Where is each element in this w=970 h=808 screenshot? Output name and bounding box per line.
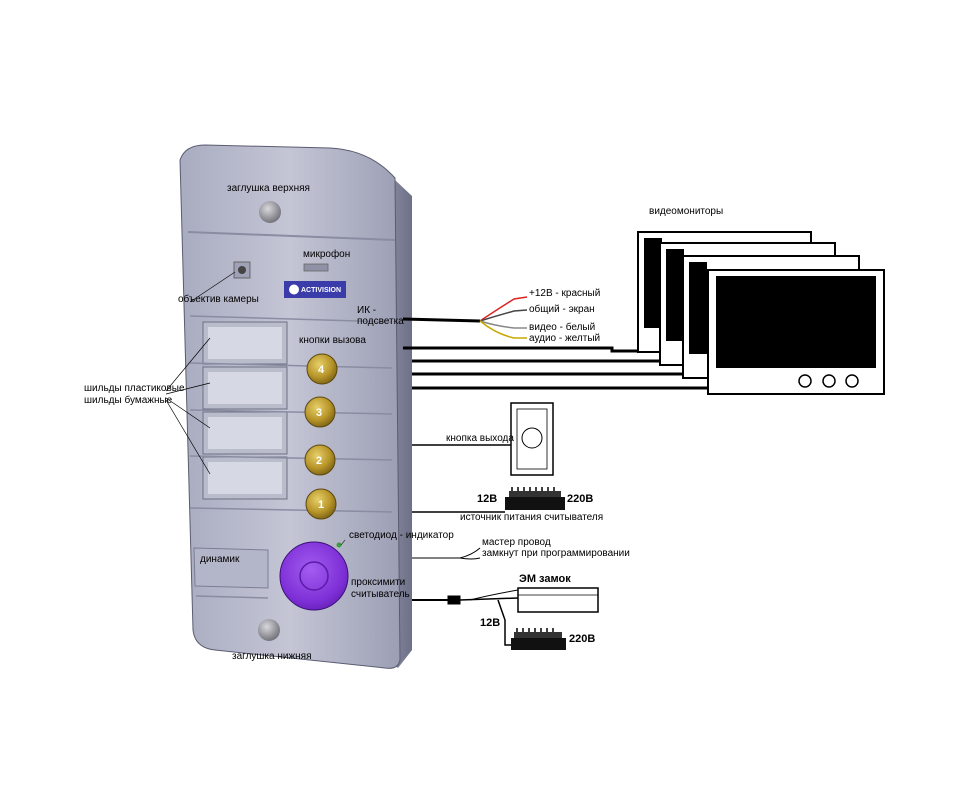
label-master-line1: мастер провод (482, 537, 551, 548)
name-plates (202, 321, 288, 500)
label-monitors: видеомониторы (649, 206, 723, 217)
top-cap (259, 201, 281, 223)
main-cable (402, 296, 528, 339)
label-cap-top: заглушка верхняя (227, 183, 310, 194)
row-separators (189, 315, 393, 513)
plate-leader-lines (165, 337, 211, 475)
label-ir-line2: подсветка (357, 316, 404, 327)
call-panel: ACTIVISION 4 3 2 1 (179, 144, 412, 669)
label-ir-line1: ИК - (357, 305, 376, 316)
speaker-grille (193, 547, 269, 589)
monitor-4 (707, 269, 885, 395)
label-wire-common: общий - экран (529, 303, 595, 315)
monitor-button[interactable] (845, 374, 859, 388)
svg-text:2: 2 (316, 455, 322, 467)
label-psu-12v: 12В (477, 493, 497, 505)
svg-text:1: 1 (318, 499, 324, 511)
separator (187, 231, 396, 241)
separator (195, 595, 269, 599)
label-wire-video: видео - белый (529, 321, 595, 333)
label-psu-220v: 220В (567, 493, 593, 505)
svg-text:4: 4 (318, 364, 325, 376)
led-indicator (336, 542, 342, 548)
reader-psu (505, 487, 565, 510)
brand-text: ACTIVISION (301, 287, 341, 294)
led-leader-line (340, 539, 346, 546)
video-monitors (637, 231, 885, 395)
label-psu-caption: источник питания считывателя (460, 512, 603, 523)
label-proximity-line1: проксимити (351, 577, 405, 588)
label-plates-paper: шильды бумажные (84, 394, 173, 406)
label-call-buttons: кнопки вызова (299, 335, 366, 346)
master-wire (412, 547, 481, 560)
bottom-cap (258, 619, 280, 641)
label-led: светодиод - индикатор (349, 530, 454, 541)
lock-wiring (412, 589, 519, 646)
call-button-2[interactable]: 2 (304, 444, 336, 476)
label-lock-12v: 12В (480, 617, 500, 629)
label-speaker: динамик (200, 554, 240, 565)
microphone-slot (303, 263, 329, 272)
exit-button[interactable] (510, 402, 554, 476)
label-master-line2: замкнут при программировании (482, 548, 630, 559)
call-button-1[interactable]: 1 (305, 488, 337, 520)
label-wire-plus12: +12В - красный (529, 288, 600, 299)
label-exit-button: кнопка выхода (446, 433, 514, 444)
label-cap-bottom: заглушка нижняя (232, 651, 312, 662)
call-button-3[interactable]: 3 (304, 396, 336, 428)
label-em-lock: ЭМ замок (519, 573, 571, 585)
label-proximity-line2: считыватель (351, 589, 410, 600)
label-plates-plastic: шильды пластиковые (84, 383, 185, 394)
camera-lens (233, 261, 251, 279)
label-wire-audio: аудио - желтый (529, 333, 600, 344)
monitor-lines (403, 346, 708, 390)
call-button-4[interactable]: 4 (306, 353, 338, 385)
label-lock-220v: 220В (569, 633, 595, 645)
monitor-4-screen (716, 276, 876, 368)
monitor-button[interactable] (822, 374, 836, 388)
brand-logo: ACTIVISION (284, 281, 346, 298)
lock-psu (511, 628, 566, 650)
proximity-reader (279, 541, 349, 611)
svg-text:3: 3 (316, 407, 322, 419)
lens-leader-line (189, 271, 236, 303)
em-lock (517, 587, 599, 613)
label-camera-lens: объектив камеры (178, 293, 259, 305)
label-microphone: микрофон (303, 248, 350, 260)
monitor-button[interactable] (798, 374, 812, 388)
